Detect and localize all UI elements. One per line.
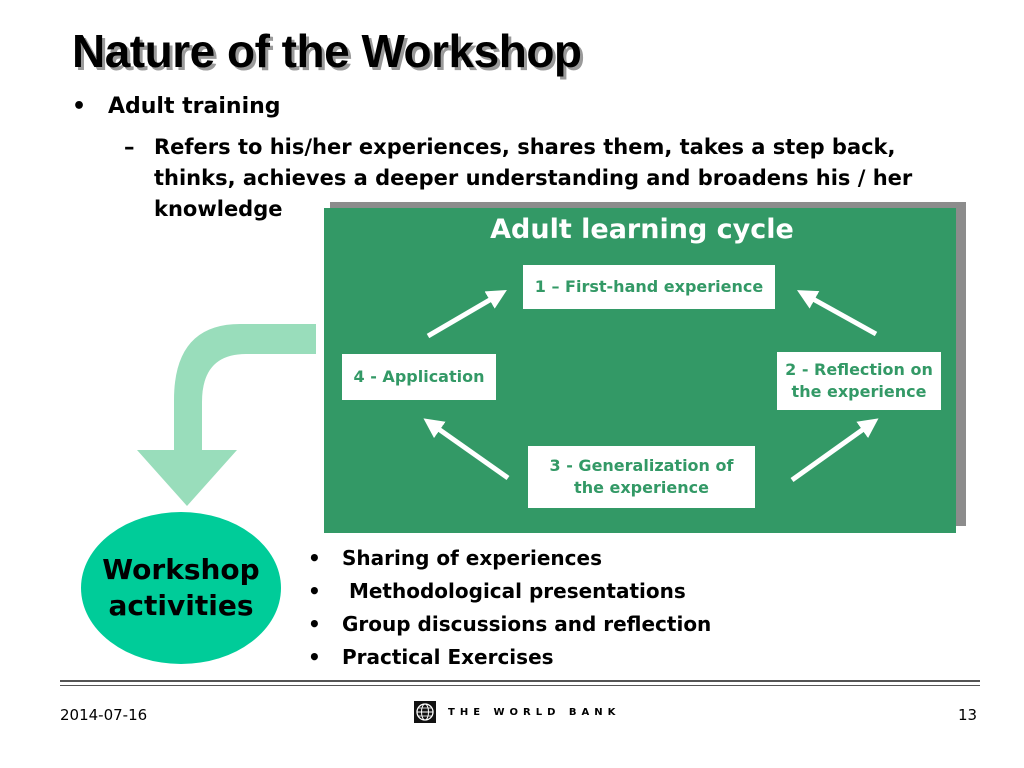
page-number: 13	[958, 706, 978, 724]
world-bank-logo: THE WORLD BANK	[414, 701, 620, 723]
curved-down-arrow-icon	[137, 324, 316, 506]
bullet-text: Adult training	[108, 94, 281, 119]
slide-title: Nature of the Workshop	[72, 25, 582, 77]
world-bank-wordmark: THE WORLD BANK	[448, 706, 621, 718]
bullet-dot: •	[308, 546, 321, 570]
arrow-4-to-1	[426, 289, 507, 339]
cycle-step-3-line2: the experience	[574, 478, 709, 497]
bullet-dot: •	[308, 645, 321, 669]
cycle-step-2-line2: the experience	[791, 382, 927, 401]
ellipse-line2: activities	[108, 589, 254, 622]
cycle-step-2: 2 - Reflection on the experience	[777, 352, 941, 410]
cycle-step-4-label: 4 - Application	[353, 367, 485, 386]
cycle-title: Adult learning cycle	[490, 214, 794, 245]
list-item-text: Group discussions and reflection	[342, 612, 712, 636]
list-item: • Practical Exercises	[308, 645, 711, 678]
cycle-step-4: 4 - Application	[342, 354, 496, 400]
workshop-activities-ellipse: Workshop activities	[81, 512, 281, 664]
arrow-1-to-2	[797, 290, 878, 337]
cycle-step-2-line1: 2 - Reflection on	[785, 360, 933, 379]
sub-bullet: – Refers to his/her experiences, shares …	[124, 132, 964, 225]
bullet-adult-training: • Adult training	[72, 94, 281, 119]
cycle-step-1-label: 1 – First-hand experience	[534, 277, 764, 296]
bullet-dot: •	[308, 612, 321, 636]
sub-bullet-dash: –	[124, 135, 135, 159]
bullet-dot: •	[308, 579, 321, 603]
list-item-text: Sharing of experiences	[342, 546, 602, 570]
cycle-step-3: 3 - Generalization of the experience	[528, 446, 755, 508]
footer-divider	[60, 680, 980, 682]
arrow-3-to-4	[423, 418, 510, 481]
ellipse-line1: Workshop	[102, 553, 260, 586]
activities-list: • Sharing of experiences • Methodological…	[308, 546, 711, 678]
list-item-text: Practical Exercises	[342, 645, 554, 669]
list-item: • Group discussions and reflection	[308, 612, 711, 645]
arrow-2-to-3	[790, 418, 879, 483]
list-item-text: Methodological presentations	[342, 579, 686, 603]
list-item: • Sharing of experiences	[308, 546, 711, 579]
footer-divider-thin	[60, 685, 980, 686]
globe-icon	[414, 701, 436, 723]
cycle-step-1: 1 – First-hand experience	[523, 265, 775, 309]
sub-bullet-text: Refers to his/her experiences, shares th…	[154, 135, 913, 221]
list-item: • Methodological presentations	[308, 579, 711, 612]
footer-date: 2014-07-16	[60, 706, 148, 724]
cycle-step-3-line1: 3 - Generalization of	[549, 456, 734, 475]
bullet-dot: •	[72, 94, 87, 119]
